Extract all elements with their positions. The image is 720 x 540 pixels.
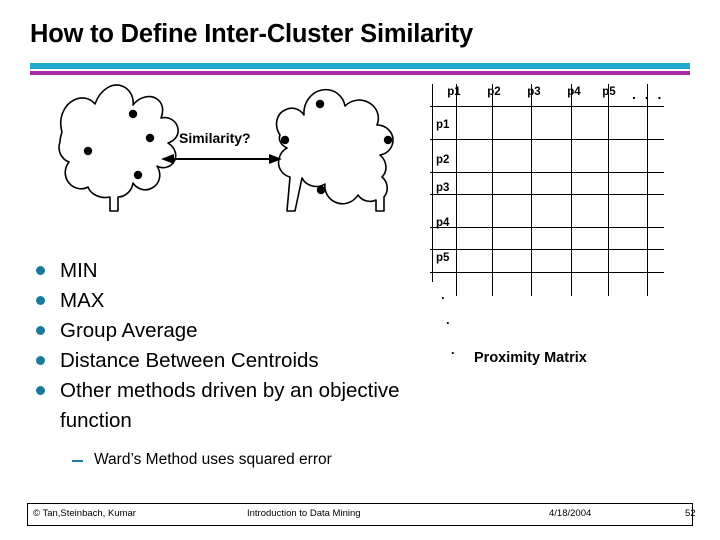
footer-date: 4/18/2004 — [549, 508, 592, 519]
slide-footer: © Tan,Steinbach, Kumar Introduction to D… — [27, 503, 696, 526]
bullet-dot-icon — [36, 296, 45, 306]
cluster-diagram — [40, 78, 440, 223]
matrix-gridline-h — [430, 106, 664, 107]
bullet-label: Other methods driven by an objective fun… — [60, 379, 400, 432]
bullet-label: MAX — [60, 289, 105, 313]
cluster-point — [133, 170, 143, 180]
matrix-row-header-p4: p4 — [436, 217, 450, 229]
footer-page-number: 52 — [685, 508, 696, 519]
cluster-point — [315, 99, 325, 109]
matrix-gridline-v — [492, 84, 493, 296]
matrix-row-header-p3: p3 — [436, 182, 450, 194]
matrix-gridline-v — [608, 84, 609, 296]
bullet-label: Group Average — [60, 319, 198, 343]
matrix-gridline-v — [456, 84, 457, 296]
sub-list-item: Ward’s Method uses squared error — [72, 450, 332, 470]
cluster-point — [83, 146, 93, 156]
double-headed-arrow — [161, 154, 282, 164]
title-underline-cyan — [30, 63, 690, 69]
dash-bullet-icon — [72, 460, 83, 462]
bullet-dot-icon — [36, 266, 45, 275]
list-item: MAX — [36, 286, 476, 315]
matrix-row-header-p2: p2 — [436, 154, 450, 166]
bullet-dot-icon — [36, 356, 45, 366]
bullet-list: MIN MAX Group Average Distance Between C… — [36, 256, 476, 436]
page-title: How to Define Inter-Cluster Similarity — [30, 20, 473, 48]
matrix-col-header-p2: p2 — [487, 86, 501, 98]
matrix-gridline-h — [430, 227, 664, 228]
bullet-dot-icon — [36, 386, 45, 396]
matrix-col-ellipsis: . . . — [632, 86, 664, 102]
cluster-point — [128, 109, 138, 119]
bullet-label: Distance Between Centroids — [60, 349, 319, 373]
list-item: Group Average — [36, 316, 476, 345]
matrix-gridline-h — [430, 249, 664, 250]
matrix-row-header-p5: p5 — [436, 252, 450, 264]
matrix-col-header-p4: p4 — [567, 86, 581, 98]
bullet-label: MIN — [60, 259, 98, 282]
matrix-row-ellipsis-dot: . — [446, 312, 450, 327]
similarity-question-label: Similarity? — [179, 130, 251, 146]
matrix-gridline-h — [430, 194, 664, 195]
proximity-matrix: p1 p2 p3 p4 p5 . . . p1 p2 p3 p4 p5 — [430, 84, 694, 296]
matrix-row-ellipsis-dot: . — [441, 287, 445, 302]
matrix-col-header-p3: p3 — [527, 86, 541, 98]
proximity-matrix-caption: Proximity Matrix — [474, 350, 587, 366]
footer-copyright: © Tan,Steinbach, Kumar — [33, 508, 136, 519]
footer-book-title: Introduction to Data Mining — [247, 508, 361, 519]
matrix-gridline-h — [430, 272, 664, 273]
bullet-dot-icon — [36, 326, 45, 336]
matrix-gridline-v — [647, 84, 648, 296]
matrix-gridline-h — [430, 139, 664, 140]
cluster-blob-left-outline — [58, 84, 179, 212]
sub-bullet-label: Ward’s Method uses squared error — [94, 451, 332, 468]
cluster-point — [316, 185, 326, 195]
title-underline-magenta — [30, 71, 690, 75]
matrix-col-header-p1: p1 — [447, 86, 461, 98]
matrix-row-ellipsis-dot: . — [451, 342, 455, 357]
matrix-gridline-h — [430, 172, 664, 173]
list-item: MIN — [36, 256, 476, 285]
list-item: Other methods driven by an objective fun… — [36, 376, 476, 434]
matrix-gridline-v — [531, 84, 532, 296]
cluster-point — [280, 135, 290, 145]
cluster-point — [383, 135, 393, 145]
cluster-blob-right-outline — [275, 88, 394, 212]
matrix-col-header-p5: p5 — [594, 86, 624, 98]
cluster-point — [145, 133, 155, 143]
list-item: Distance Between Centroids — [36, 346, 476, 375]
matrix-gridline-v — [432, 84, 433, 282]
matrix-row-header-p1: p1 — [436, 119, 450, 131]
matrix-gridline-v — [571, 84, 572, 296]
